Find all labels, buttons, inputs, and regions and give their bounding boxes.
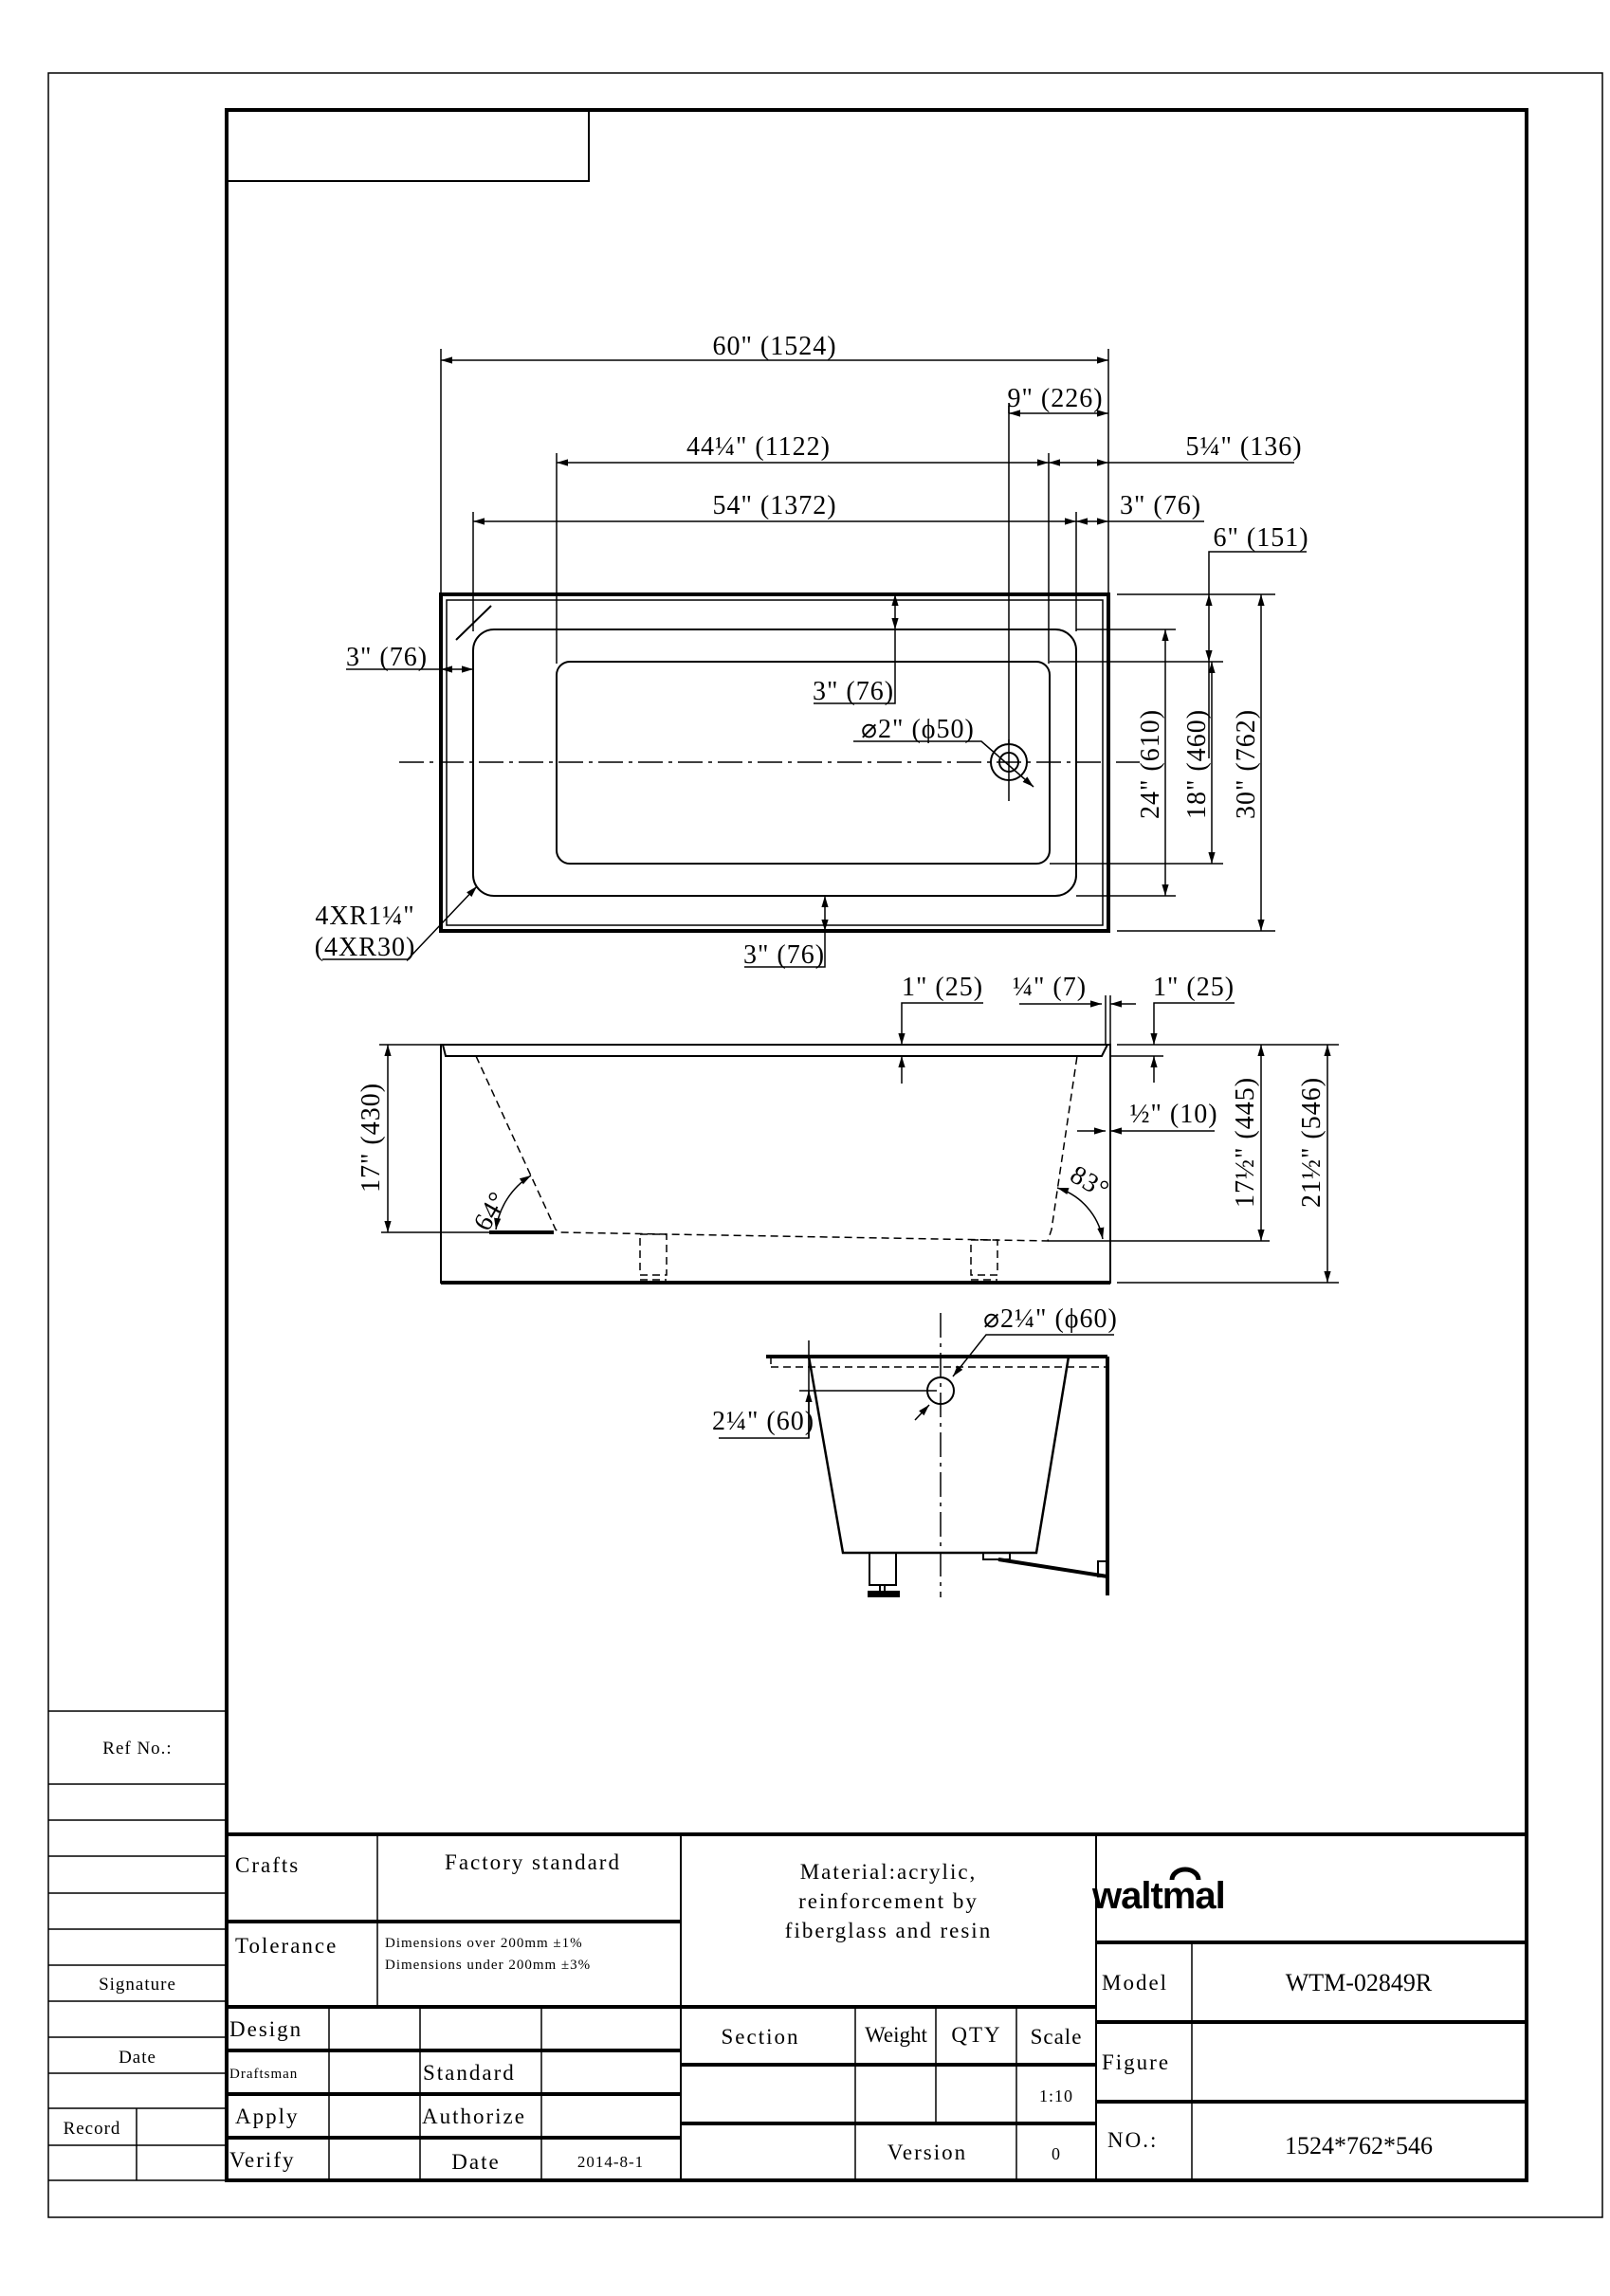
section-view-dimensions (719, 1334, 1114, 1439)
version-value: 0 (1052, 2144, 1061, 2163)
tolerance-line-1: Dimensions over 200mm ±1% (385, 1936, 583, 1951)
apply-label: Apply (235, 2105, 300, 2128)
dim-bottom-right-offset: 5¼" (136) (1185, 432, 1302, 462)
crafts-label: Crafts (235, 1853, 300, 1877)
waltmal-logo: waltmal (1091, 1867, 1226, 1917)
dim-overall-length: 60" (1524) (712, 332, 836, 361)
title-block-grid (227, 1832, 1527, 2180)
dim-depth-to-floor: 17½" (445) (1231, 1077, 1260, 1208)
model-value: WTM-02849R (1286, 1969, 1433, 1996)
no-label: NO.: (1107, 2128, 1158, 2152)
date-value: 2014-8-1 (577, 2153, 644, 2171)
outer-border (47, 72, 1603, 2218)
dim-right-angle: 83° (1065, 1160, 1114, 1206)
dim-corner-radius: 4XR1¼" (315, 902, 414, 931)
model-label: Model (1102, 1971, 1168, 1995)
logo-text: waltmal (1091, 1875, 1225, 1917)
dim-bottom-width: 18" (460) (1182, 709, 1212, 819)
tolerance-label: Tolerance (235, 1934, 338, 1958)
dim-overall-height: 21½" (546) (1297, 1077, 1326, 1208)
dim-bottom-deck: 3" (76) (743, 940, 825, 970)
drawing-frame (225, 108, 1528, 2182)
dim-bottom-length: 44¼" (1122) (686, 432, 831, 462)
dim-drain-offset: 9" (226) (1007, 384, 1103, 413)
date-label-strip: Date (119, 2048, 156, 2068)
dim-rim-width: 24" (610) (1136, 709, 1165, 819)
dim-lip: ¼" (7) (1013, 973, 1087, 1002)
dim-wall-offset: ½" (10) (1129, 1100, 1217, 1129)
dim-left-deck: 3" (76) (346, 643, 428, 672)
dim-bottom-top-offset: 6" (151) (1213, 523, 1308, 553)
scale-value: 1:10 (1039, 2086, 1073, 2105)
section-view (766, 1313, 1109, 1597)
dim-top-deck: 3" (76) (813, 677, 894, 706)
verify-label: Verify (229, 2148, 295, 2172)
crafts-value: Factory standard (445, 1850, 621, 1874)
dim-rim-thickness: 1" (25) (902, 973, 983, 1002)
material-line-3: fiberglass and resin (785, 1919, 992, 1942)
dim-rim-thickness-right: 1" (25) (1153, 973, 1235, 1002)
dim-corner-radius-mm: (4XR30) (315, 933, 416, 962)
date-label: Date (451, 2150, 500, 2174)
dim-drain-diameter: ⌀2" (ϕ50) (861, 715, 975, 744)
no-value: 1524*762*546 (1285, 2132, 1433, 2159)
dim-overflow-height: 2¼" (60) (712, 1407, 814, 1436)
side-view (440, 1044, 1111, 1285)
weight-label: Weight (865, 2023, 927, 2047)
version-label: Version (887, 2141, 967, 2164)
dim-left-angle: 64° (468, 1187, 514, 1236)
material-line-1: Material:acrylic, (800, 1860, 978, 1884)
draftsman-label: Draftsman (229, 2067, 298, 2082)
ref-no-label: Ref No.: (102, 1739, 172, 1758)
dim-overflow-diameter: ⌀2¼" (ϕ60) (983, 1304, 1118, 1334)
material-line-2: reinforcement by (798, 1889, 979, 1913)
scale-label: Scale (1031, 2025, 1083, 2049)
dim-inner-depth: 17" (430) (357, 1083, 386, 1193)
top-view-dimensions (322, 349, 1307, 968)
tolerance-line-2: Dimensions under 200mm ±3% (385, 1958, 591, 1973)
side-view-dimensions (379, 995, 1339, 1284)
left-record-strip (48, 1710, 227, 2181)
standard-label: Standard (423, 2061, 516, 2085)
dim-overall-width: 30" (762) (1232, 709, 1261, 819)
section-label: Section (722, 2025, 800, 2049)
design-label: Design (229, 2017, 302, 2041)
authorize-label: Authorize (422, 2105, 526, 2128)
signature-label: Signature (99, 1975, 176, 1995)
top-view (399, 592, 1140, 933)
record-label: Record (64, 2119, 121, 2139)
dim-rim-length: 54" (1372) (712, 491, 836, 520)
dim-rim-right-deck: 3" (76) (1120, 491, 1201, 520)
title-box (226, 109, 590, 182)
figure-label: Figure (1102, 2050, 1170, 2074)
qty-label: QTY (951, 2023, 1001, 2047)
